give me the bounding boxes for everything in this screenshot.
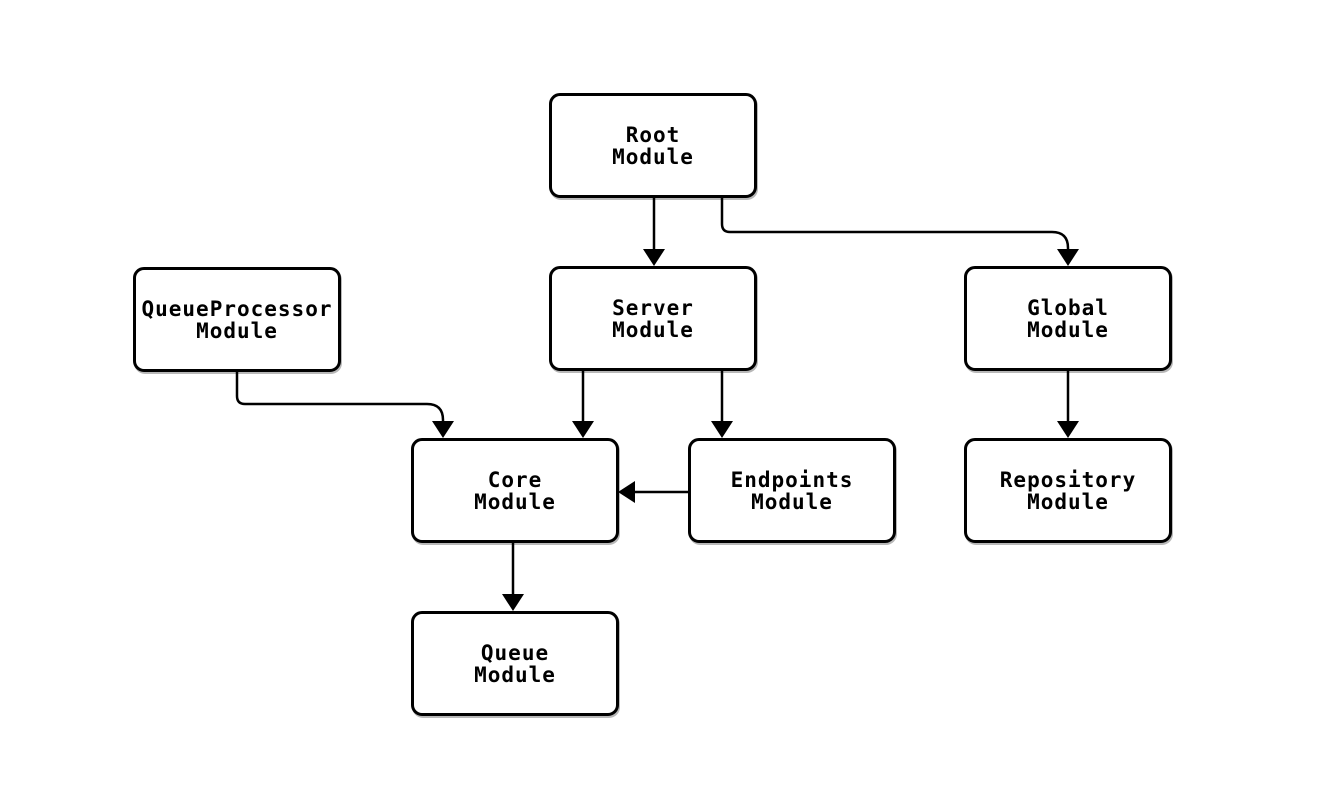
edge-queueprocessor-to-core — [235, 372, 445, 421]
node-root-module-label-line2: Module — [612, 144, 694, 169]
node-server-module: Server Module — [549, 266, 757, 371]
node-queue-module: Queue Module — [411, 611, 619, 716]
node-endpoints-module-label-line2: Module — [751, 489, 833, 514]
node-core-module-label-line1: Core — [487, 467, 543, 492]
arrowhead-core-to-queue — [502, 594, 524, 611]
node-core-module: Core Module — [411, 438, 619, 543]
node-queueprocessor-module-label-line2: Module — [196, 318, 278, 343]
node-endpoints-module: Endpoints Module — [688, 438, 896, 543]
edge-root-to-global — [720, 198, 1070, 249]
arrowhead-endpoints-to-core — [618, 481, 635, 503]
node-repository-module: Repository Module — [964, 438, 1172, 543]
node-global-module-label-line1: Global — [1027, 295, 1109, 320]
node-root-module: Root Module — [549, 93, 757, 198]
arrowhead-server-to-core — [572, 421, 594, 438]
arrowhead-root-to-server — [643, 249, 665, 266]
node-global-module: Global Module — [964, 266, 1172, 371]
node-endpoints-module-label-line1: Endpoints — [730, 467, 854, 492]
node-repository-module-label-line1: Repository — [999, 467, 1137, 492]
node-queue-module-label-line1: Queue — [480, 640, 550, 665]
node-queue-module-label-line2: Module — [474, 662, 556, 687]
arrowhead-root-to-global — [1057, 249, 1079, 266]
node-root-module-label-line1: Root — [625, 122, 681, 147]
arrowhead-global-to-repository — [1057, 421, 1079, 438]
arrowhead-queueprocessor-to-core — [432, 421, 454, 438]
node-core-module-label-line2: Module — [474, 489, 556, 514]
node-queueprocessor-module-label-line1: QueueProcessor — [141, 296, 333, 321]
node-global-module-label-line2: Module — [1027, 317, 1109, 342]
node-queueprocessor-module: QueueProcessor Module — [133, 267, 341, 372]
node-server-module-label-line1: Server — [612, 295, 694, 320]
node-server-module-label-line2: Module — [612, 317, 694, 342]
node-repository-module-label-line2: Module — [1027, 489, 1109, 514]
arrowhead-server-to-endpoints — [711, 421, 733, 438]
